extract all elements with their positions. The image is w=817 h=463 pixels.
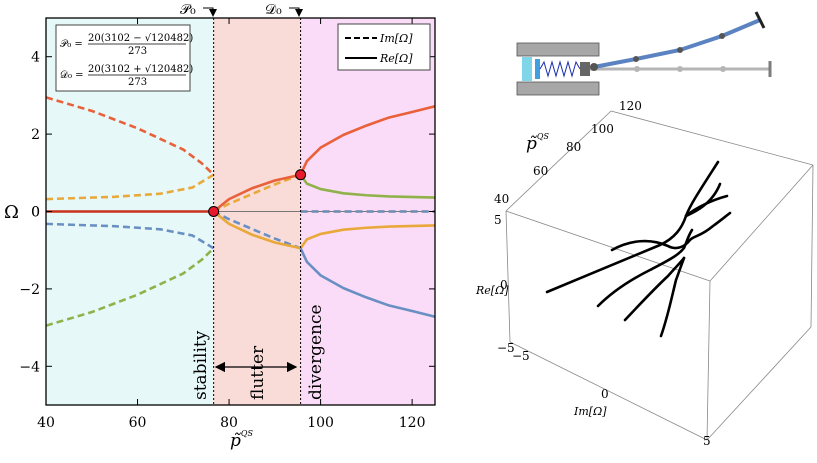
y-axis-label: Ω [4,202,19,223]
im-tick-5: 5 [703,434,711,448]
legend: Im[Ω] Re[Ω] [337,23,431,71]
formula-p0-lhs: 𝒫₀ = [60,39,83,50]
x-axis-label: p̃QS [230,429,253,451]
series-line-0 [46,96,215,176]
series-line-6 [212,173,301,213]
schematic-piston [522,57,532,81]
p-tick-100: 100 [591,122,614,136]
p-tick-80: 80 [566,140,581,154]
series-line-11 [299,247,435,319]
p0-label: 𝒫₀ [180,2,196,18]
p0-arrow [203,7,217,17]
x-tick-label: 100 [307,415,334,431]
schematic-housing-bottom [516,81,600,96]
x-tick-label: 40 [37,415,55,431]
re-tick-5: 5 [494,213,502,227]
y-tick-label: 0 [31,205,40,221]
region-divergence-label: divergence [306,304,326,400]
formula-d0-den: 273 [128,77,147,88]
im-axis-label-3d: Im[Ω] [573,405,607,418]
schematic-spring [539,60,581,78]
legend-re-label: Re[Ω] [379,52,413,65]
re-axis-label-3d: Re[Ω] [475,284,509,297]
y-tick-label: 2 [31,127,40,143]
formula-box: 𝒫₀ = 20(3102 − √120482) 273 𝒟₀ = 20(3102… [55,24,193,92]
d0-arrow [289,7,303,17]
x-tick-label: 120 [399,415,426,431]
x-tick-label: 60 [129,415,147,431]
series-line-5 [213,210,302,250]
bifurcation-point-1 [295,169,307,181]
series-line-3 [46,222,215,250]
region-stability-label: stability [191,330,211,400]
plot-3d-curves [545,160,732,338]
y-tick-label: 0 [31,205,40,221]
y-tick-label: −4 [19,359,40,375]
mechanism-schematic [516,11,772,96]
schematic-deformed-rod [593,18,761,69]
legend-im-label: Im[Ω] [379,32,413,45]
schematic-damper [580,62,590,76]
re-tick-minus5: −5 [497,341,515,355]
formula-p0-den: 273 [128,46,147,57]
p-tick-120: 120 [619,99,642,113]
d0-label: 𝒟₀ [265,2,282,18]
bifurcation-point-0 [208,206,220,217]
formula-p0-num: 20(3102 − √120482) [88,33,193,44]
series-line-2 [46,173,215,201]
region-flutter-label: flutter [248,345,268,400]
series-line-7 [212,210,301,250]
series-line-4 [213,173,302,213]
plot-3d: p̃QS Re[Ω] Im[Ω] 120 100 80 60 40 5 0 −5… [475,99,814,448]
x-tick-label: 80 [220,415,238,431]
y-tick-label: 4 [31,50,40,66]
schematic-housing-top [516,42,600,57]
p-tick-40: 40 [494,192,509,206]
series-line-10 [299,224,435,250]
p-tick-60: 60 [533,164,548,178]
series-line-1 [46,247,215,327]
y-tick-label: −2 [19,282,40,298]
formula-d0-lhs: 𝒟₀ = [60,70,84,81]
bifurcation-markers [208,169,307,217]
formula-d0-num: 20(3102 + √120482) [88,64,193,75]
eigenvalue-curves [46,96,435,327]
im-tick-0: 0 [601,387,609,401]
series-line-8 [299,104,435,176]
im-tick-minus5: −5 [512,349,530,363]
p-axis-label-3d: p̃QS [526,132,549,154]
series-line-9 [299,173,435,199]
plot-3d-box [505,110,814,441]
re-tick-0: 0 [500,278,508,292]
